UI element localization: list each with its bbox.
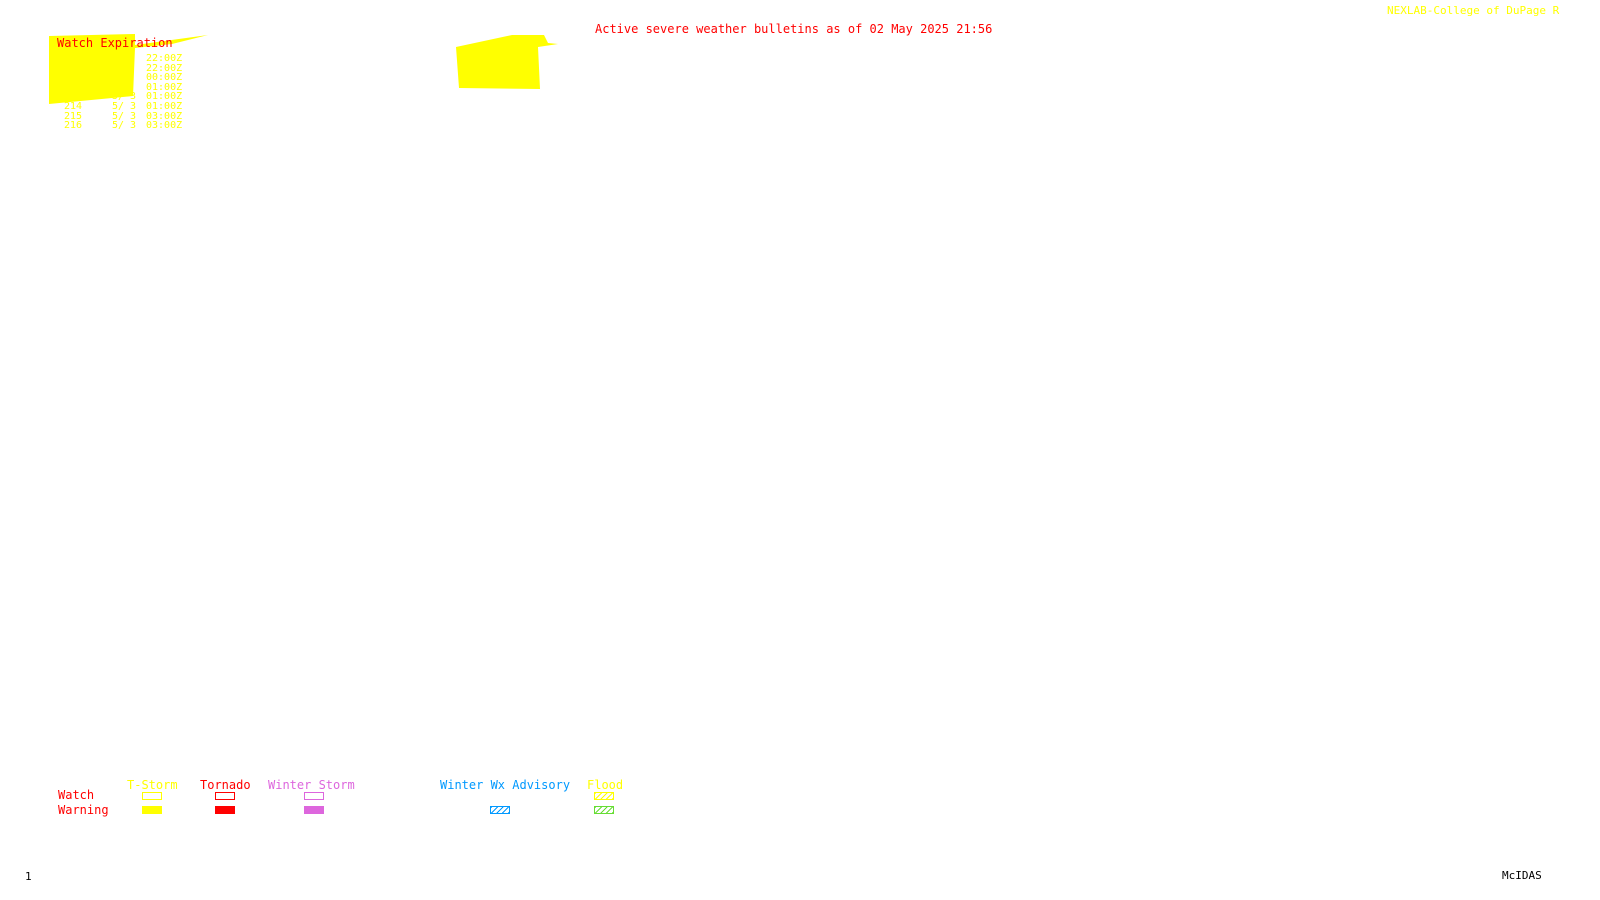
watch-time: 03:00Z [146,120,183,132]
watch-num: 214 [64,100,83,112]
legend-tstorm-label: T-Storm [127,778,178,792]
watch-expiration-title: Watch Expiration [57,36,173,50]
watch-time: 03:00Z [146,110,183,122]
watch-row: 213 5/ 3 01:00Z [64,92,182,102]
system-label: McIDAS [1502,869,1542,882]
winter-advisory-warning-swatch [490,806,510,814]
watch-date: 5/ 3 [112,100,137,112]
legend-tornado-label: Tornado [200,778,251,792]
watch-row: 216 5/ 3 03:00Z [64,121,182,131]
watch-time: 01:00Z [146,100,183,112]
frame-number: 1 [25,870,32,883]
watch-num: 215 [64,110,83,122]
watch-time: 01:00Z [146,81,183,93]
watch-polygon-central [456,35,558,89]
legend-winter-storm-label: Winter Storm [268,778,355,792]
tstorm-watch-swatch [142,792,162,800]
watch-time: 01:00Z [146,91,183,103]
watch-time: 22:00Z [146,53,183,64]
legend-row-watch-label: Watch [58,788,95,802]
watch-row: 00:00Z [64,73,182,83]
watch-row: 22:00Z [64,62,183,74]
watch-row: 214 5/ 3 01:00Z [64,102,182,112]
flood-warning-swatch [594,806,614,814]
watch-polygon-west [49,34,208,104]
watch-date: 5/ 3 [112,110,137,122]
watch-expiration-list: 22:00Z 22:00Z 00:00Z 01:00Z 213 5/ 3 01:00… [64,54,182,131]
watch-time: 00:00Z [146,72,183,84]
watch-date: 5/ 3 [112,120,137,132]
tornado-watch-swatch [215,792,235,800]
flood-watch-swatch [594,792,614,800]
watch-row: 215 5/ 3 03:00Z [64,110,183,122]
watch-num: 216 [64,120,83,132]
watch-date: 5/ 3 [112,91,137,103]
watch-num: 213 [64,91,83,103]
tstorm-warning-swatch [142,806,162,814]
legend-row-warning-label: Warning [58,803,109,817]
winter-storm-watch-swatch [304,792,324,800]
watch-row: 22:00Z [64,54,182,64]
legend-flood-label: Flood [587,778,624,792]
watch-row: 01:00Z [64,81,183,93]
winter-storm-warning-swatch [304,806,324,814]
legend-winter-advisory-label: Winter Wx Advisory [440,778,571,792]
watch-time: 22:00Z [146,62,183,74]
bulletin-title: Active severe weather bulletins as of 02… [595,22,993,36]
credit-text: NEXLAB-College of DuPage R [1387,4,1560,17]
tornado-warning-swatch [215,806,235,814]
